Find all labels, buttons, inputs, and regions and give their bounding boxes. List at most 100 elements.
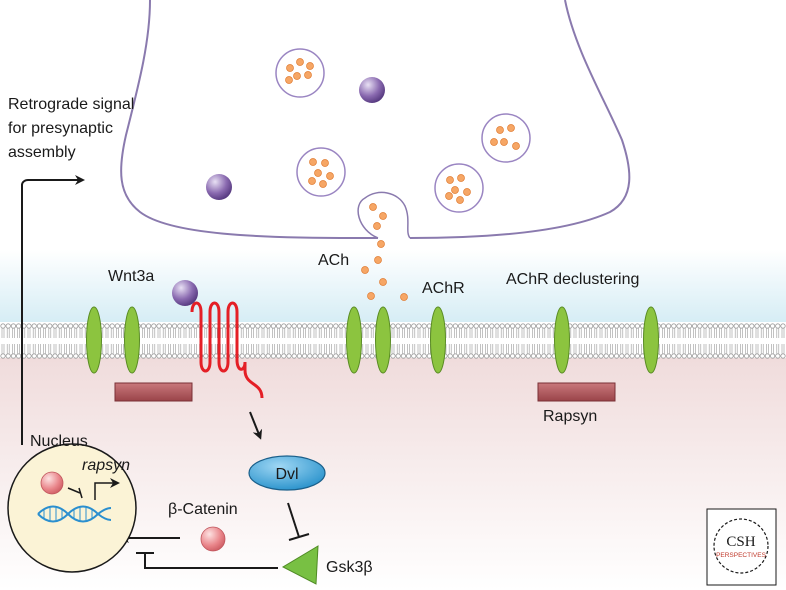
lipid-head: [509, 353, 516, 359]
lipid-tail: [1, 328, 5, 338]
lipid-head: [0, 353, 6, 359]
lipid-tail: [506, 328, 509, 338]
lipid-tail: [464, 344, 468, 354]
lipid-tail: [698, 328, 702, 338]
lipid-head: [671, 323, 677, 329]
lipid-tail: [110, 328, 114, 338]
lipid-tail: [105, 344, 109, 354]
lipid-tail: [755, 344, 759, 354]
lipid-tail: [537, 344, 540, 354]
lipid-tail: [615, 328, 618, 338]
lipid-tail: [402, 344, 405, 354]
lipid-tail: [204, 328, 208, 338]
lipid-head: [535, 323, 542, 329]
lipid-tail: [6, 328, 10, 338]
lipid-head: [109, 323, 115, 329]
lipid-head: [619, 353, 625, 359]
lipid-head: [499, 353, 505, 359]
lipid-tail: [719, 344, 722, 354]
lipid-tail: [708, 344, 712, 354]
lipid-tail: [578, 344, 582, 354]
lipid-head: [57, 353, 63, 359]
lipid-tail: [516, 328, 520, 338]
lipid-tail: [272, 344, 275, 354]
lipid-tail: [625, 328, 629, 338]
lipid-tail: [12, 344, 15, 354]
lipid-head: [140, 353, 146, 359]
lipid-tail: [454, 344, 457, 354]
lipid-head: [754, 353, 760, 359]
lipid-head: [307, 323, 313, 329]
lipid-head: [535, 353, 542, 359]
lipid-tail: [667, 328, 670, 338]
lipid-tail: [256, 328, 260, 338]
rapsyn-scaffold: [537, 382, 616, 402]
rapsyn-label: Rapsyn: [543, 408, 597, 425]
lipid-tail: [511, 344, 514, 354]
lipid-tail: [781, 344, 785, 354]
lipid-head: [707, 353, 713, 359]
lipid-head: [416, 353, 422, 359]
lipid-head: [281, 353, 287, 359]
lipid-tail: [469, 344, 473, 354]
lipid-head: [504, 353, 510, 359]
lipid-tail: [604, 344, 608, 354]
lipid-head: [411, 353, 417, 359]
lipid-tail: [573, 344, 577, 354]
lipid-head: [473, 353, 479, 359]
lipid-tail: [667, 344, 670, 354]
lipid-head: [244, 323, 250, 329]
lipid-tail: [573, 328, 577, 338]
lipid-tail: [412, 328, 416, 338]
lipid-head: [0, 323, 6, 329]
lipid-tail: [178, 328, 182, 338]
lipid-head: [717, 323, 724, 329]
rapsyn-scaffold: [114, 382, 193, 402]
lipid-head: [520, 323, 526, 329]
lipid-head: [286, 323, 292, 329]
lipid-head: [697, 323, 703, 329]
lipid-tail: [339, 328, 343, 338]
lipid-tail: [105, 328, 109, 338]
lipid-tail: [771, 328, 774, 338]
lipid-tail: [204, 344, 208, 354]
lipid-tail: [771, 344, 774, 354]
lipid-tail: [38, 344, 41, 354]
lipid-head: [10, 323, 16, 329]
dna-rungs: [43, 507, 93, 521]
lipid-tail: [714, 344, 717, 354]
lipid-head: [452, 323, 458, 329]
lipid-tail: [142, 344, 145, 354]
lipid-head: [717, 353, 724, 359]
lipid-head: [47, 323, 53, 329]
lipid-head: [265, 323, 271, 329]
lipid-head: [120, 323, 126, 329]
lipid-tail: [69, 328, 72, 338]
dvl-protein: [248, 455, 326, 491]
lipid-tail: [693, 328, 696, 338]
lipid-head: [411, 323, 417, 329]
lipid-tail: [630, 328, 634, 338]
lipid-head: [62, 353, 69, 359]
lipid-tail: [604, 328, 608, 338]
lipid-head: [686, 353, 693, 359]
lipid-head: [15, 323, 22, 329]
lipid-tail: [506, 344, 509, 354]
lipid-tail: [620, 344, 624, 354]
lipid-head: [369, 323, 375, 329]
lipid-head: [613, 353, 620, 359]
lipid-head: [598, 323, 604, 329]
lipid-tail: [688, 344, 691, 354]
lipid-tail: [417, 328, 421, 338]
lipid-head: [36, 353, 43, 359]
lipid-tail: [511, 328, 514, 338]
lipid-head: [723, 323, 729, 329]
lipid-tail: [422, 328, 426, 338]
lipid-tail: [246, 344, 249, 354]
lipid-tail: [729, 328, 733, 338]
lipid-head: [291, 353, 297, 359]
gsk3b-label: Gsk3β: [326, 559, 373, 576]
lipid-head: [182, 353, 188, 359]
nuclear-beta-catenin: [40, 471, 64, 495]
